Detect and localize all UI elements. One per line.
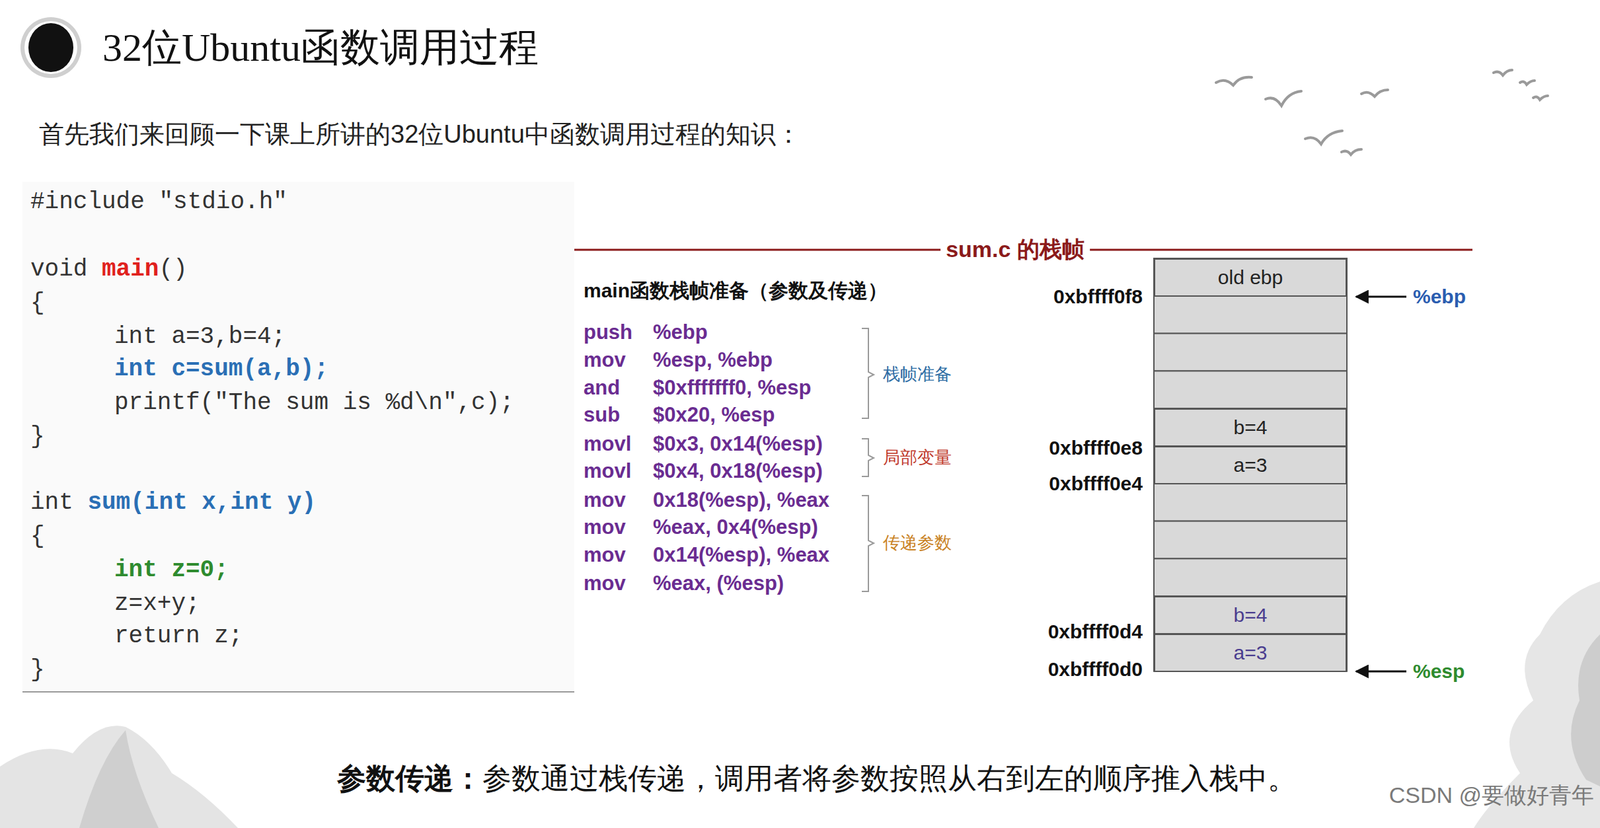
asm-operand: 0x14(%esp), %eax xyxy=(652,543,830,568)
asm-mnemonic: and xyxy=(583,376,620,400)
bracket xyxy=(861,328,874,419)
stack-address: 0xbffff0d4 xyxy=(1048,620,1143,644)
asm-mnemonic: movl xyxy=(583,432,632,457)
code-token: () xyxy=(158,255,188,283)
slot-value: a=3 xyxy=(1233,641,1268,665)
bird xyxy=(1361,89,1388,97)
code-token: void xyxy=(30,255,88,283)
slide-title: 32位Ubuntu函数调用过程 xyxy=(102,25,539,70)
note-heading: 参数传递： xyxy=(337,761,483,796)
stack-slot: old ebp xyxy=(1153,258,1347,297)
code-line: } xyxy=(30,656,45,684)
register-name: %esp xyxy=(1412,660,1465,684)
ink-ring xyxy=(20,17,82,78)
stack-slot: a=3 xyxy=(1153,633,1347,673)
asm-mnemonic: push xyxy=(583,320,633,345)
brackets xyxy=(861,328,874,592)
stack-cell xyxy=(1153,296,1347,334)
stack-cell xyxy=(1153,596,1347,634)
bracket xyxy=(861,495,874,592)
bird xyxy=(1493,70,1513,76)
asm-operand: %ebp xyxy=(652,320,708,345)
asm-mnemonic: sub xyxy=(583,403,620,427)
stack-cell xyxy=(1153,258,1347,297)
asm-mnemonic: mov xyxy=(583,348,626,373)
asm-operand: %esp, %ebp xyxy=(652,348,773,373)
stack-slot: b=4 xyxy=(1153,408,1347,447)
asm-operand: $0xfffffff0, %esp xyxy=(652,376,811,400)
asm-mnemonic: mov xyxy=(583,543,626,568)
intro-text: 首先我们来回顾一下课上所讲的32位Ubuntu中函数调用过程的知识： xyxy=(38,120,801,150)
note-text: 参数通过栈传递，调用者将参数按照从右到左的顺序推入栈中。 xyxy=(482,761,1297,796)
stack-cell xyxy=(1153,446,1347,484)
stack-slot: b=4 xyxy=(1153,596,1347,635)
bracket xyxy=(861,438,874,477)
bird xyxy=(1305,130,1343,145)
slot-value: b=4 xyxy=(1233,604,1268,627)
bird xyxy=(1341,149,1362,155)
asm-mnemonic: mov xyxy=(583,488,626,513)
asm-operand: $0x20, %esp xyxy=(652,403,775,427)
code-background xyxy=(22,181,575,692)
code-line: } xyxy=(30,422,45,451)
slot-value: b=4 xyxy=(1233,416,1268,439)
slot-value: old ebp xyxy=(1218,266,1283,289)
code-line: { xyxy=(30,522,45,550)
esp-arrow xyxy=(1356,670,1407,673)
slot-value: a=3 xyxy=(1233,454,1268,477)
asm-mnemonic: movl xyxy=(583,459,632,484)
bracket-label: 栈帧准备 xyxy=(882,364,952,385)
code-line: int c=sum(a,b); xyxy=(114,355,329,383)
ebp-arrow xyxy=(1356,296,1407,299)
code-token: main xyxy=(101,255,159,283)
stack-cell xyxy=(1153,370,1347,409)
mountain xyxy=(0,725,238,828)
code-line: int z=0; xyxy=(114,556,229,584)
watermark: CSDN @要做好青年 xyxy=(1389,782,1595,809)
code-line: #include "stdio.h" xyxy=(30,188,288,216)
stack-cell xyxy=(1153,633,1347,672)
code-underline xyxy=(22,691,575,693)
bird xyxy=(1533,95,1548,100)
stack-cell xyxy=(1153,483,1347,522)
asm-mnemonic: mov xyxy=(583,571,626,596)
ink-gap xyxy=(24,21,78,75)
asm-operand: $0x4, 0x18(%esp) xyxy=(652,459,823,484)
code-line: return z; xyxy=(114,622,243,650)
listing-heading: main函数栈帧准备（参数及传递） xyxy=(583,279,888,303)
ink-splash-dark xyxy=(1570,634,1600,787)
stack-cell xyxy=(1153,408,1347,447)
mountain-shade xyxy=(79,730,159,828)
bird xyxy=(1265,91,1302,106)
stack-cell xyxy=(1153,333,1347,372)
asm-operand: 0x18(%esp), %eax xyxy=(652,488,830,513)
asm-mnemonic: mov xyxy=(583,515,626,540)
asm-operand: %eax, 0x4(%esp) xyxy=(652,515,819,540)
code-line: printf("The sum is %d\n",c); xyxy=(114,389,515,417)
frame-heading: sum.c 的栈帧 xyxy=(940,236,1090,263)
register-name: %ebp xyxy=(1412,285,1466,309)
bracket-label: 传递参数 xyxy=(882,533,952,554)
stack-address: 0xbffff0f8 xyxy=(1053,285,1143,309)
bird xyxy=(1216,77,1252,86)
ink-blot xyxy=(28,23,74,73)
bird xyxy=(1520,80,1535,85)
stack-address: 0xbffff0e4 xyxy=(1048,472,1143,496)
code-line: z=x+y; xyxy=(114,590,201,618)
bracket-label: 局部变量 xyxy=(882,448,952,468)
code-line: { xyxy=(30,289,45,317)
stack-slot: a=3 xyxy=(1153,446,1347,485)
code-token: sum(int x,int y) xyxy=(87,489,316,517)
birds xyxy=(1216,70,1548,155)
code-token: int xyxy=(30,489,74,517)
code-line: int a=3,b=4; xyxy=(114,323,286,351)
stack-cell xyxy=(1153,558,1347,597)
stack-column xyxy=(1153,258,1347,672)
stack-cell xyxy=(1153,521,1347,560)
asm-operand: %eax, (%esp) xyxy=(652,571,784,596)
asm-operand: $0x3, 0x14(%esp) xyxy=(652,432,823,457)
stack-address: 0xbffff0e8 xyxy=(1048,436,1143,460)
stack-address: 0xbffff0d0 xyxy=(1048,658,1143,682)
